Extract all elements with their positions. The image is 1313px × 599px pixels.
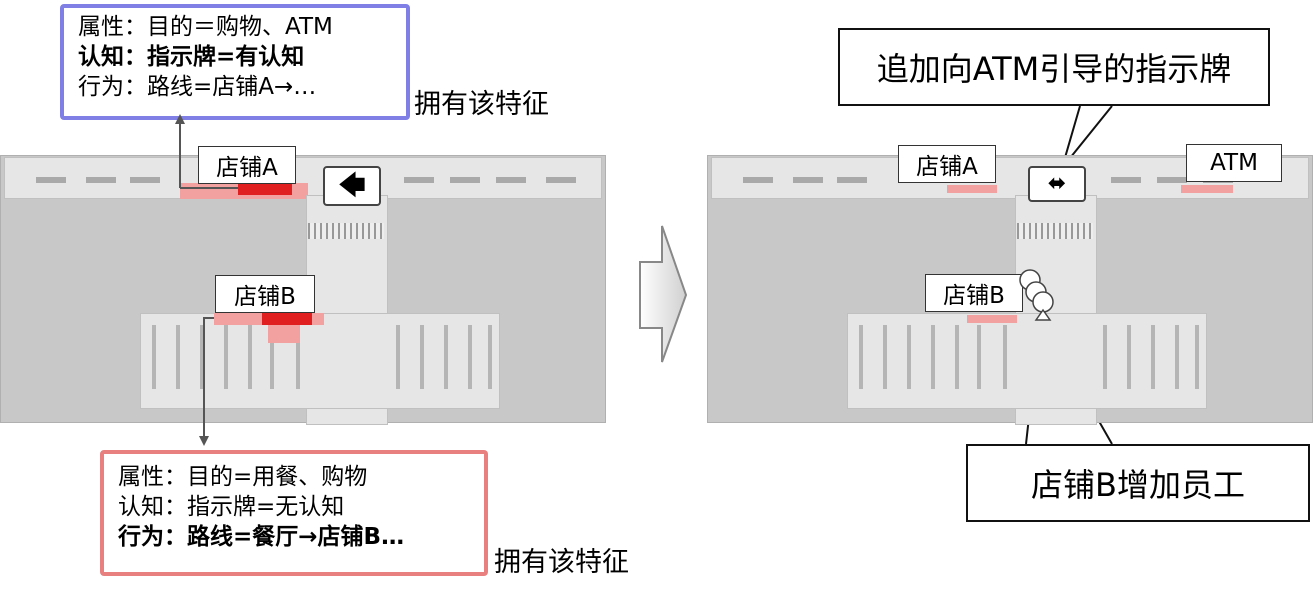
left-floor-plan xyxy=(0,155,606,425)
shelf xyxy=(931,325,935,389)
callout-add-atm-sign: 追加向ATM引导的指示牌 xyxy=(838,28,1270,106)
corridor-slot xyxy=(36,177,66,183)
connector-arrowhead xyxy=(175,114,185,124)
corridor-slot xyxy=(404,177,434,183)
info-line-attribute: 属性：目的＝购物、ATM xyxy=(78,14,333,40)
left-top-info-box: 属性：目的＝购物、ATM 认知：指示牌=有认知 行为：路线=店铺A→… xyxy=(60,4,410,120)
shelf xyxy=(224,325,228,389)
shelf xyxy=(444,325,448,389)
right-arrow-icon xyxy=(639,225,688,363)
right-atrium-rail xyxy=(1017,223,1093,239)
shelf xyxy=(1103,325,1107,389)
store-a-area-red xyxy=(238,183,292,195)
corridor-slot xyxy=(496,177,526,183)
left-atrium-rail xyxy=(308,223,384,239)
right-store-a-label: 店铺A xyxy=(898,145,996,183)
info-line-behavior: 行为：路线=店铺A→… xyxy=(78,74,317,100)
left-store-b-label: 店铺B xyxy=(215,275,315,313)
shelf xyxy=(176,325,180,389)
shelf xyxy=(200,325,204,389)
shelf xyxy=(270,325,274,389)
right-atm-label: ATM xyxy=(1186,144,1282,182)
connector-arrowhead xyxy=(199,436,209,446)
callout-add-staff: 店铺B增加员工 xyxy=(966,444,1310,522)
shelf xyxy=(859,325,863,389)
shelf xyxy=(396,325,400,389)
left-arrow-icon: 🡄 xyxy=(323,166,381,206)
shelf xyxy=(1003,325,1007,389)
shelf xyxy=(1175,325,1179,389)
left-store-a-label: 店铺A xyxy=(198,146,296,184)
corridor-slot xyxy=(450,177,480,183)
info-line-behavior: 行为：路线=餐厅→店铺B… xyxy=(118,524,405,550)
left-bottom-info-box: 属性：目的=用餐、购物 认知：指示牌=无认知 行为：路线=餐厅→店铺B… xyxy=(100,450,488,576)
connector-bottom-box xyxy=(203,317,214,438)
store-b-area-pink xyxy=(268,325,300,343)
corridor-slot xyxy=(837,177,867,183)
corridor-slot xyxy=(86,177,116,183)
corridor-slot xyxy=(546,177,576,183)
staff-icon xyxy=(1032,291,1054,321)
corridor-slot xyxy=(793,177,823,183)
shelf xyxy=(955,325,959,389)
shelf xyxy=(488,325,492,389)
info-line-attribute: 属性：目的=用餐、购物 xyxy=(118,464,368,490)
shelf xyxy=(1151,325,1155,389)
left-right-arrow-icon: ⬌ xyxy=(1028,166,1086,202)
shelf xyxy=(152,325,156,389)
shelf xyxy=(883,325,887,389)
left-bottom-tag: 拥有该特征 xyxy=(494,547,629,578)
corridor-slot xyxy=(743,177,773,183)
corridor-slot xyxy=(130,177,160,183)
right-floor-plan xyxy=(707,155,1313,425)
store-b-area-pink xyxy=(967,315,1017,323)
shelf xyxy=(1195,325,1199,389)
shelf xyxy=(977,325,981,389)
store-a-area-pink xyxy=(947,185,997,193)
shelf xyxy=(296,325,300,389)
info-line-cognition: 认知：指示牌=有认知 xyxy=(78,44,305,70)
shelf xyxy=(248,325,252,389)
corridor-slot xyxy=(1111,177,1141,183)
corridor-slot xyxy=(1157,177,1187,183)
left-top-tag: 拥有该特征 xyxy=(414,89,549,120)
atm-area-pink xyxy=(1181,185,1233,193)
store-b-area-red xyxy=(262,313,312,325)
info-line-cognition: 认知：指示牌=无认知 xyxy=(118,494,345,520)
shelf xyxy=(420,325,424,389)
right-store-b-label: 店铺B xyxy=(925,274,1023,312)
shelf xyxy=(907,325,911,389)
shelf xyxy=(468,325,472,389)
shelf xyxy=(1127,325,1131,389)
